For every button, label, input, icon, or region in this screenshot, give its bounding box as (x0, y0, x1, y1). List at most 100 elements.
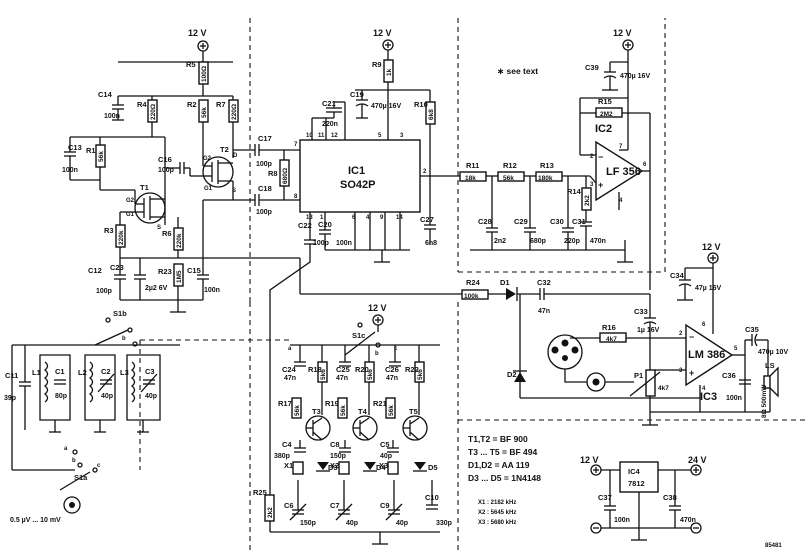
capacitor-c16: C16 100p (158, 155, 190, 174)
svg-text:18k: 18k (465, 175, 476, 182)
capacitor-c18: C18 100p (254, 184, 300, 216)
capacitor-c23: C23 2µ2 6V (110, 258, 168, 300)
capacitor-c3: C3 40p (140, 367, 158, 400)
capacitor-c39: C39 470µ 16V (585, 62, 650, 90)
svg-text:C29: C29 (514, 217, 528, 226)
svg-text:56k: 56k (98, 151, 105, 162)
svg-text:7: 7 (619, 144, 623, 150)
resistor-r10: R10 6k8 (414, 100, 436, 125)
resistor-r2: R2 56k (187, 99, 209, 123)
coil-l3: L3 (120, 361, 136, 403)
svg-text:R18: R18 (308, 365, 322, 374)
svg-text:2: 2 (679, 331, 683, 337)
resistor-r9: R9 1k (372, 59, 394, 83)
svg-text:X3 : 5680 kHz: X3 : 5680 kHz (478, 520, 516, 526)
svg-text:C18: C18 (258, 184, 272, 193)
switch-s1b[interactable]: S1b b (94, 309, 138, 347)
svg-text:D1,D2 = AA 119: D1,D2 = AA 119 (468, 460, 530, 470)
parts-list: T1,T2 = BF 900 T3 ... T5 = BF 494 D1,D2 … (468, 434, 541, 483)
svg-text:R8: R8 (268, 169, 278, 178)
svg-text:56k: 56k (503, 175, 514, 182)
svg-text:X2 : 5645 kHz: X2 : 5645 kHz (478, 510, 516, 516)
resistor-r6: R6 220k (162, 227, 184, 251)
svg-text:R14: R14 (567, 187, 582, 196)
svg-text:P1: P1 (634, 371, 643, 380)
switch-s1a[interactable]: S1a a b c (59, 446, 101, 491)
capacitor-c12: C12 100p (88, 266, 126, 300)
svg-text:5k6: 5k6 (320, 369, 327, 380)
capacitor-c19: C19 470µ 16V (350, 90, 401, 118)
svg-text:100n: 100n (204, 287, 220, 294)
svg-text:L3: L3 (120, 368, 129, 377)
speaker-icon: LS 8Ω 500mW (761, 361, 779, 418)
svg-text:330p: 330p (436, 520, 452, 527)
svg-text:C30: C30 (550, 217, 564, 226)
transistor-t1: T1 G2 G1 S (126, 183, 166, 231)
svg-text:R19: R19 (325, 399, 339, 408)
svg-text:LM 386: LM 386 (688, 349, 725, 361)
svg-text:6n8: 6n8 (425, 240, 437, 247)
svg-text:+: + (689, 368, 694, 378)
svg-text:10: 10 (306, 133, 313, 139)
svg-text:220p: 220p (564, 238, 580, 245)
svg-text:C7: C7 (330, 501, 340, 510)
resistor-r1: R1 56k (86, 144, 106, 168)
svg-text:b: b (72, 458, 76, 464)
svg-text:D4: D4 (376, 463, 386, 472)
switch-s1c[interactable]: S1c a b c (288, 322, 398, 357)
capacitor-c34: C34 47µ 16V (670, 268, 722, 300)
svg-text:47n: 47n (386, 375, 398, 382)
svg-text:R5: R5 (186, 60, 196, 69)
svg-text:180k: 180k (538, 175, 553, 182)
ic2-opamp: IC2 LF 356 − + 7 2 3 6 4 (590, 123, 647, 204)
supply-12v-b: 12 V (373, 28, 394, 60)
svg-text:220Ω: 220Ω (231, 104, 238, 120)
svg-text:R1: R1 (86, 146, 96, 155)
capacitor-c33: C33 1µ 16V (634, 307, 660, 334)
svg-text:D5: D5 (428, 463, 438, 472)
capacitor-c27: C27 6n8 (420, 210, 437, 247)
svg-text:C23: C23 (110, 263, 124, 272)
svg-text:7: 7 (294, 142, 298, 148)
svg-text:12 V: 12 V (373, 28, 392, 38)
svg-text:−: − (598, 152, 603, 162)
svg-text:C20: C20 (318, 220, 332, 229)
svg-text:1k: 1k (386, 68, 393, 76)
svg-text:T1: T1 (140, 183, 149, 192)
svg-text:12 V: 12 V (580, 455, 599, 465)
svg-text:470n: 470n (680, 517, 696, 524)
capacitor-c35: C35 470µ 10V (745, 325, 788, 356)
svg-text:220k: 220k (118, 230, 125, 245)
svg-text:X1: X1 (284, 461, 293, 470)
svg-text:R22: R22 (405, 365, 419, 374)
svg-text:SO42P: SO42P (340, 179, 375, 191)
svg-text:100n: 100n (62, 167, 78, 174)
svg-text:47µ 16V: 47µ 16V (695, 285, 722, 292)
resistor-r16: R16 4k7 (599, 323, 627, 343)
svg-text:8: 8 (294, 194, 298, 200)
svg-text:R3: R3 (104, 226, 114, 235)
svg-text:6: 6 (643, 162, 647, 168)
svg-text:40p: 40p (101, 393, 113, 400)
svg-text:2k2: 2k2 (584, 195, 591, 206)
svg-text:C10: C10 (425, 493, 439, 502)
svg-text:C38: C38 (663, 493, 677, 502)
svg-text:D3: D3 (328, 463, 338, 472)
svg-text:680Ω: 680Ω (282, 168, 289, 184)
svg-text:−: − (689, 332, 694, 342)
svg-text:12 V: 12 V (368, 303, 387, 313)
coil-l2: L2 (78, 361, 94, 403)
svg-text:X3: X3 (379, 461, 388, 470)
svg-text:T1,T2 = BF 900: T1,T2 = BF 900 (468, 434, 528, 444)
svg-text:LS: LS (765, 361, 775, 370)
svg-text:S1b: S1b (113, 309, 127, 318)
capacitor-c11: C11 39p (4, 345, 31, 430)
svg-text:4: 4 (619, 198, 623, 204)
svg-text:56k: 56k (201, 107, 208, 118)
svg-text:IC2: IC2 (595, 123, 612, 135)
antenna-input-icon: 0.5 µV ... 10 mV (10, 496, 81, 524)
svg-text:220Ω: 220Ω (150, 104, 157, 120)
svg-text:a: a (288, 346, 292, 352)
